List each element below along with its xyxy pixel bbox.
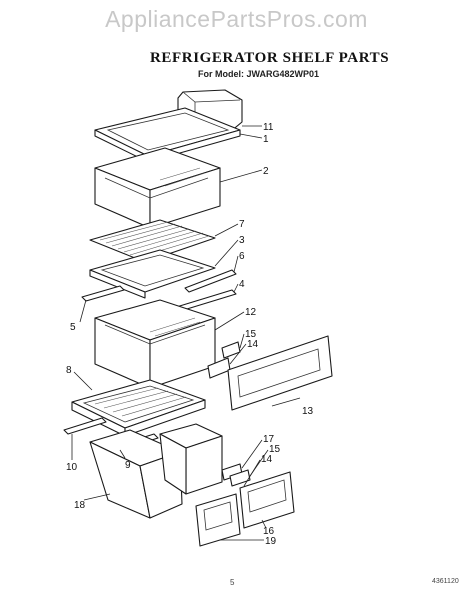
callout-17: 17: [263, 434, 275, 445]
callout-labels: 11 1 2 7 3 6 4 5 12 15 14 8 13 10 9 17 1…: [66, 122, 314, 547]
part-15-clip-lower: [229, 469, 251, 487]
callout-15: 15: [245, 329, 257, 340]
watermark: AppliancePartsPros.com: [105, 6, 368, 32]
callout-4: 4: [239, 279, 245, 290]
callout-6: 6: [239, 251, 245, 262]
callout-3: 3: [239, 235, 245, 246]
callout-14-lower: 14: [261, 454, 273, 465]
callout-2: 2: [263, 166, 269, 177]
part-7-ribbed-panel: [89, 219, 216, 263]
part-3-frame: [89, 249, 216, 299]
callout-18: 18: [74, 500, 86, 511]
page-number: 5: [230, 578, 235, 587]
callout-10: 10: [66, 462, 78, 473]
diagram-code: 4361120: [432, 578, 459, 585]
leader-lines: [71, 125, 301, 541]
part-10-slide: [63, 417, 107, 435]
callout-1: 1: [263, 134, 269, 145]
model-subtitle: For Model: JWARG482WP01: [198, 69, 320, 79]
callout-5: 5: [70, 322, 76, 333]
part-16-drawer-front: [239, 471, 295, 529]
part-19-drawer-front: [195, 493, 241, 547]
part-6-rail: [184, 269, 237, 293]
part-15-clip: [221, 341, 241, 359]
callout-19: 19: [265, 536, 277, 547]
callout-14: 14: [247, 339, 259, 350]
callout-15-lower: 15: [269, 444, 281, 455]
part-13-drawer-front: [227, 335, 333, 411]
diagram-title: REFRIGERATOR SHELF PARTS: [150, 50, 390, 66]
callout-7: 7: [239, 219, 245, 230]
callout-12: 12: [245, 307, 257, 318]
part-5-slide: [81, 285, 125, 302]
callout-16: 16: [263, 526, 275, 537]
callout-8: 8: [66, 365, 72, 376]
part-2-drawer: [94, 147, 221, 229]
callout-9: 9: [125, 460, 131, 471]
part-12-crisper: [94, 299, 216, 389]
part-1-glass-shelf: [94, 107, 241, 163]
callout-13: 13: [302, 406, 314, 417]
callout-11: 11: [263, 122, 274, 133]
part-18-bin-right: [159, 423, 223, 495]
